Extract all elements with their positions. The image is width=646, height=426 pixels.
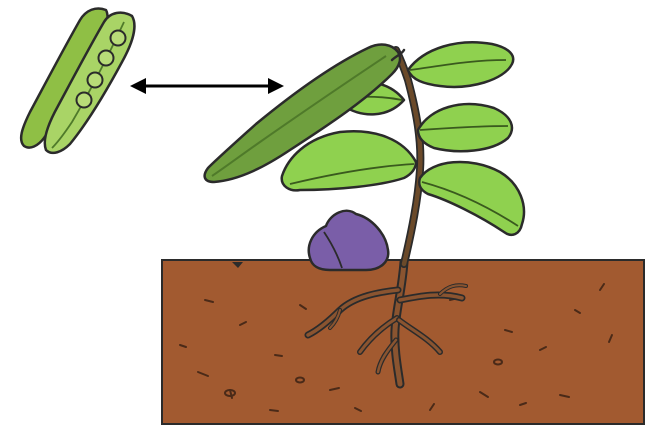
- open-pea-pod-icon: [21, 8, 134, 152]
- seed-coat-icon: [309, 211, 388, 270]
- pea-seed: [111, 31, 126, 46]
- leaf: [419, 162, 524, 235]
- pea-seed: [99, 51, 114, 66]
- pea-seed: [88, 73, 103, 88]
- leaf: [418, 104, 512, 151]
- leaf: [408, 42, 513, 87]
- pea-seed: [77, 93, 92, 108]
- double-headed-arrow-icon: [130, 78, 284, 94]
